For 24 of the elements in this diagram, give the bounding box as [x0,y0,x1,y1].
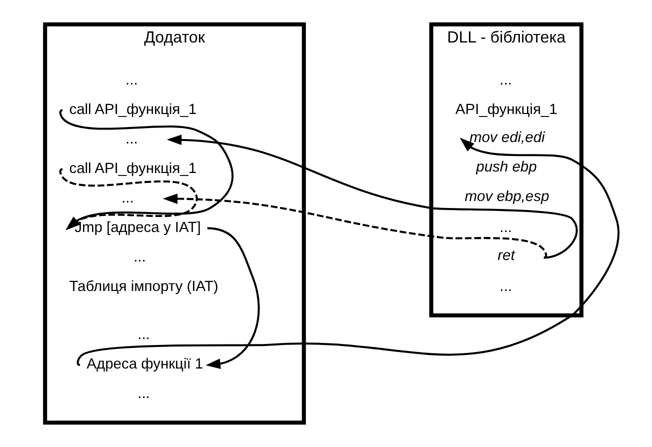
node-text: ... [133,249,146,266]
node-text: call API_функція_1 [68,102,196,118]
node-text: push ebp [476,160,536,176]
arrow [162,194,547,258]
node-text: ... [499,220,512,236]
node-text: Jmp [адреса у IAT] [74,220,200,236]
node-text: ... [125,131,138,148]
arrow [166,134,578,259]
node-text: call API_функція_1 [68,160,196,177]
node-text: ... [137,327,150,344]
node-text: ... [121,190,134,206]
arrow [58,110,233,230]
node-text: Адреса функції 1 [86,356,203,373]
arrow [205,227,260,369]
node-text: ... [499,278,512,295]
node-text: mov edi,edi [468,130,544,146]
node-text: ... [137,386,150,402]
node-text: ... [499,72,512,88]
node-text: ... [125,72,138,88]
node-text: Таблиця імпорту (IAT) [68,278,218,295]
node-text: ret [497,248,514,264]
arrow [58,168,198,230]
node-text: API_функція_1 [454,102,557,118]
node-text: mov ebp,esp [464,189,549,206]
